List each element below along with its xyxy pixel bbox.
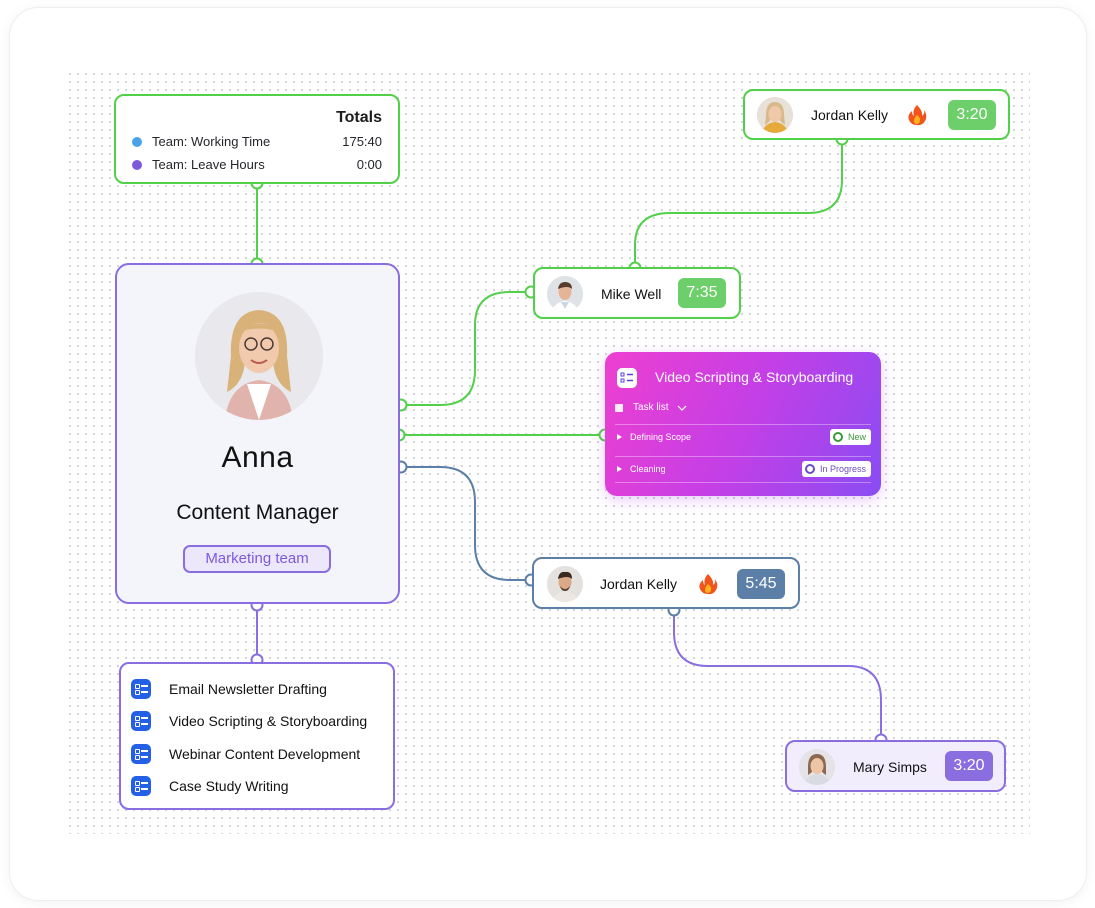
totals-row-label: Team: Leave Hours <box>152 157 265 172</box>
checklist-icon <box>617 368 637 388</box>
person-name: Mary Simps <box>853 759 927 775</box>
totals-row-label: Team: Working Time <box>152 134 271 149</box>
checklist-icon <box>131 776 151 796</box>
subtask-row[interactable]: Cleaning <box>617 464 666 474</box>
task-item-label: Video Scripting & Storyboarding <box>169 713 368 729</box>
task-item[interactable]: Case Study Writing <box>131 776 289 796</box>
status-label: New <box>847 432 866 442</box>
time-badge: 5:45 <box>737 569 785 599</box>
task-item[interactable]: Video Scripting & Storyboarding <box>131 711 367 731</box>
expand-arrow-icon <box>617 434 622 440</box>
divider <box>615 424 871 425</box>
checklist-icon <box>131 679 151 699</box>
task-item-label: Case Study Writing <box>169 778 289 794</box>
time-badge: 3:20 <box>945 751 993 781</box>
status-badge-new: New <box>829 429 871 445</box>
status-label: In Progress <box>819 464 866 474</box>
subtask-label: Cleaning <box>630 464 666 474</box>
totals-row-working-time: Team: Working Time 175:40 <box>132 134 382 149</box>
chevron-down-icon <box>677 405 686 411</box>
profile-avatar <box>195 292 323 420</box>
team-badge[interactable]: Marketing team <box>183 545 331 573</box>
task-detail-title: Video Scripting & Storyboarding <box>655 369 854 385</box>
legend-dot-icon <box>132 159 142 170</box>
subtask-label: Defining Scope <box>630 432 692 442</box>
expand-arrow-icon <box>617 466 622 472</box>
totals-row-value: 175:40 <box>342 134 382 149</box>
totals-row-value: 0:00 <box>356 157 382 172</box>
divider <box>615 482 871 483</box>
legend-dot-icon <box>132 136 142 147</box>
wire-profile-mike <box>401 291 532 406</box>
task-list-toggle[interactable]: Task list <box>615 402 687 413</box>
person-name: Jordan Kelly <box>811 107 889 123</box>
person-name: Mike Well <box>601 286 662 302</box>
divider <box>615 456 871 457</box>
avatar <box>547 276 583 312</box>
fire-icon <box>699 574 718 595</box>
totals-title: Totals <box>336 109 382 126</box>
wire-jordan-mary <box>673 610 882 740</box>
wire-mike-jordan-top <box>634 139 843 267</box>
status-clock-icon <box>804 464 815 474</box>
person-card-jordan-top[interactable]: Jordan Kelly 3:20 <box>743 89 1010 140</box>
person-card-jordan-mid[interactable]: Jordan Kelly 5:45 <box>532 557 800 609</box>
wire-profile-jordan-mid <box>401 466 532 581</box>
status-badge-in-progress: In Progress <box>801 461 871 477</box>
task-list-label: Task list <box>633 402 669 413</box>
task-list-card[interactable]: Email Newsletter Drafting Video Scriptin… <box>119 662 395 810</box>
task-item-label: Webinar Content Development <box>169 746 361 762</box>
totals-row-leave-hours: Team: Leave Hours 0:00 <box>132 157 382 172</box>
profile-name: Anna <box>221 441 294 474</box>
totals-card[interactable]: Totals Team: Working Time 175:40 Team: L… <box>114 94 400 184</box>
profile-card[interactable]: Anna Content Manager Marketing team <box>115 263 400 604</box>
task-list-icon <box>615 403 623 412</box>
task-detail-card[interactable]: Video Scripting & Storyboarding Task lis… <box>605 352 881 496</box>
person-name: Jordan Kelly <box>600 576 678 592</box>
checklist-icon <box>131 711 151 731</box>
person-card-mike[interactable]: Mike Well 7:35 <box>533 267 741 319</box>
status-clock-icon <box>832 432 843 442</box>
time-badge: 3:20 <box>948 100 996 130</box>
task-item-label: Email Newsletter Drafting <box>169 681 327 697</box>
avatar <box>757 97 793 133</box>
time-badge: 7:35 <box>678 278 726 308</box>
avatar <box>547 566 583 602</box>
fire-icon <box>908 105 927 126</box>
task-item[interactable]: Email Newsletter Drafting <box>131 679 327 699</box>
avatar <box>799 749 835 785</box>
profile-role: Content Manager <box>176 501 339 524</box>
person-card-mary[interactable]: Mary Simps 3:20 <box>785 740 1006 792</box>
checklist-icon <box>131 744 151 764</box>
subtask-row[interactable]: Defining Scope <box>617 432 691 442</box>
task-item[interactable]: Webinar Content Development <box>131 744 360 764</box>
